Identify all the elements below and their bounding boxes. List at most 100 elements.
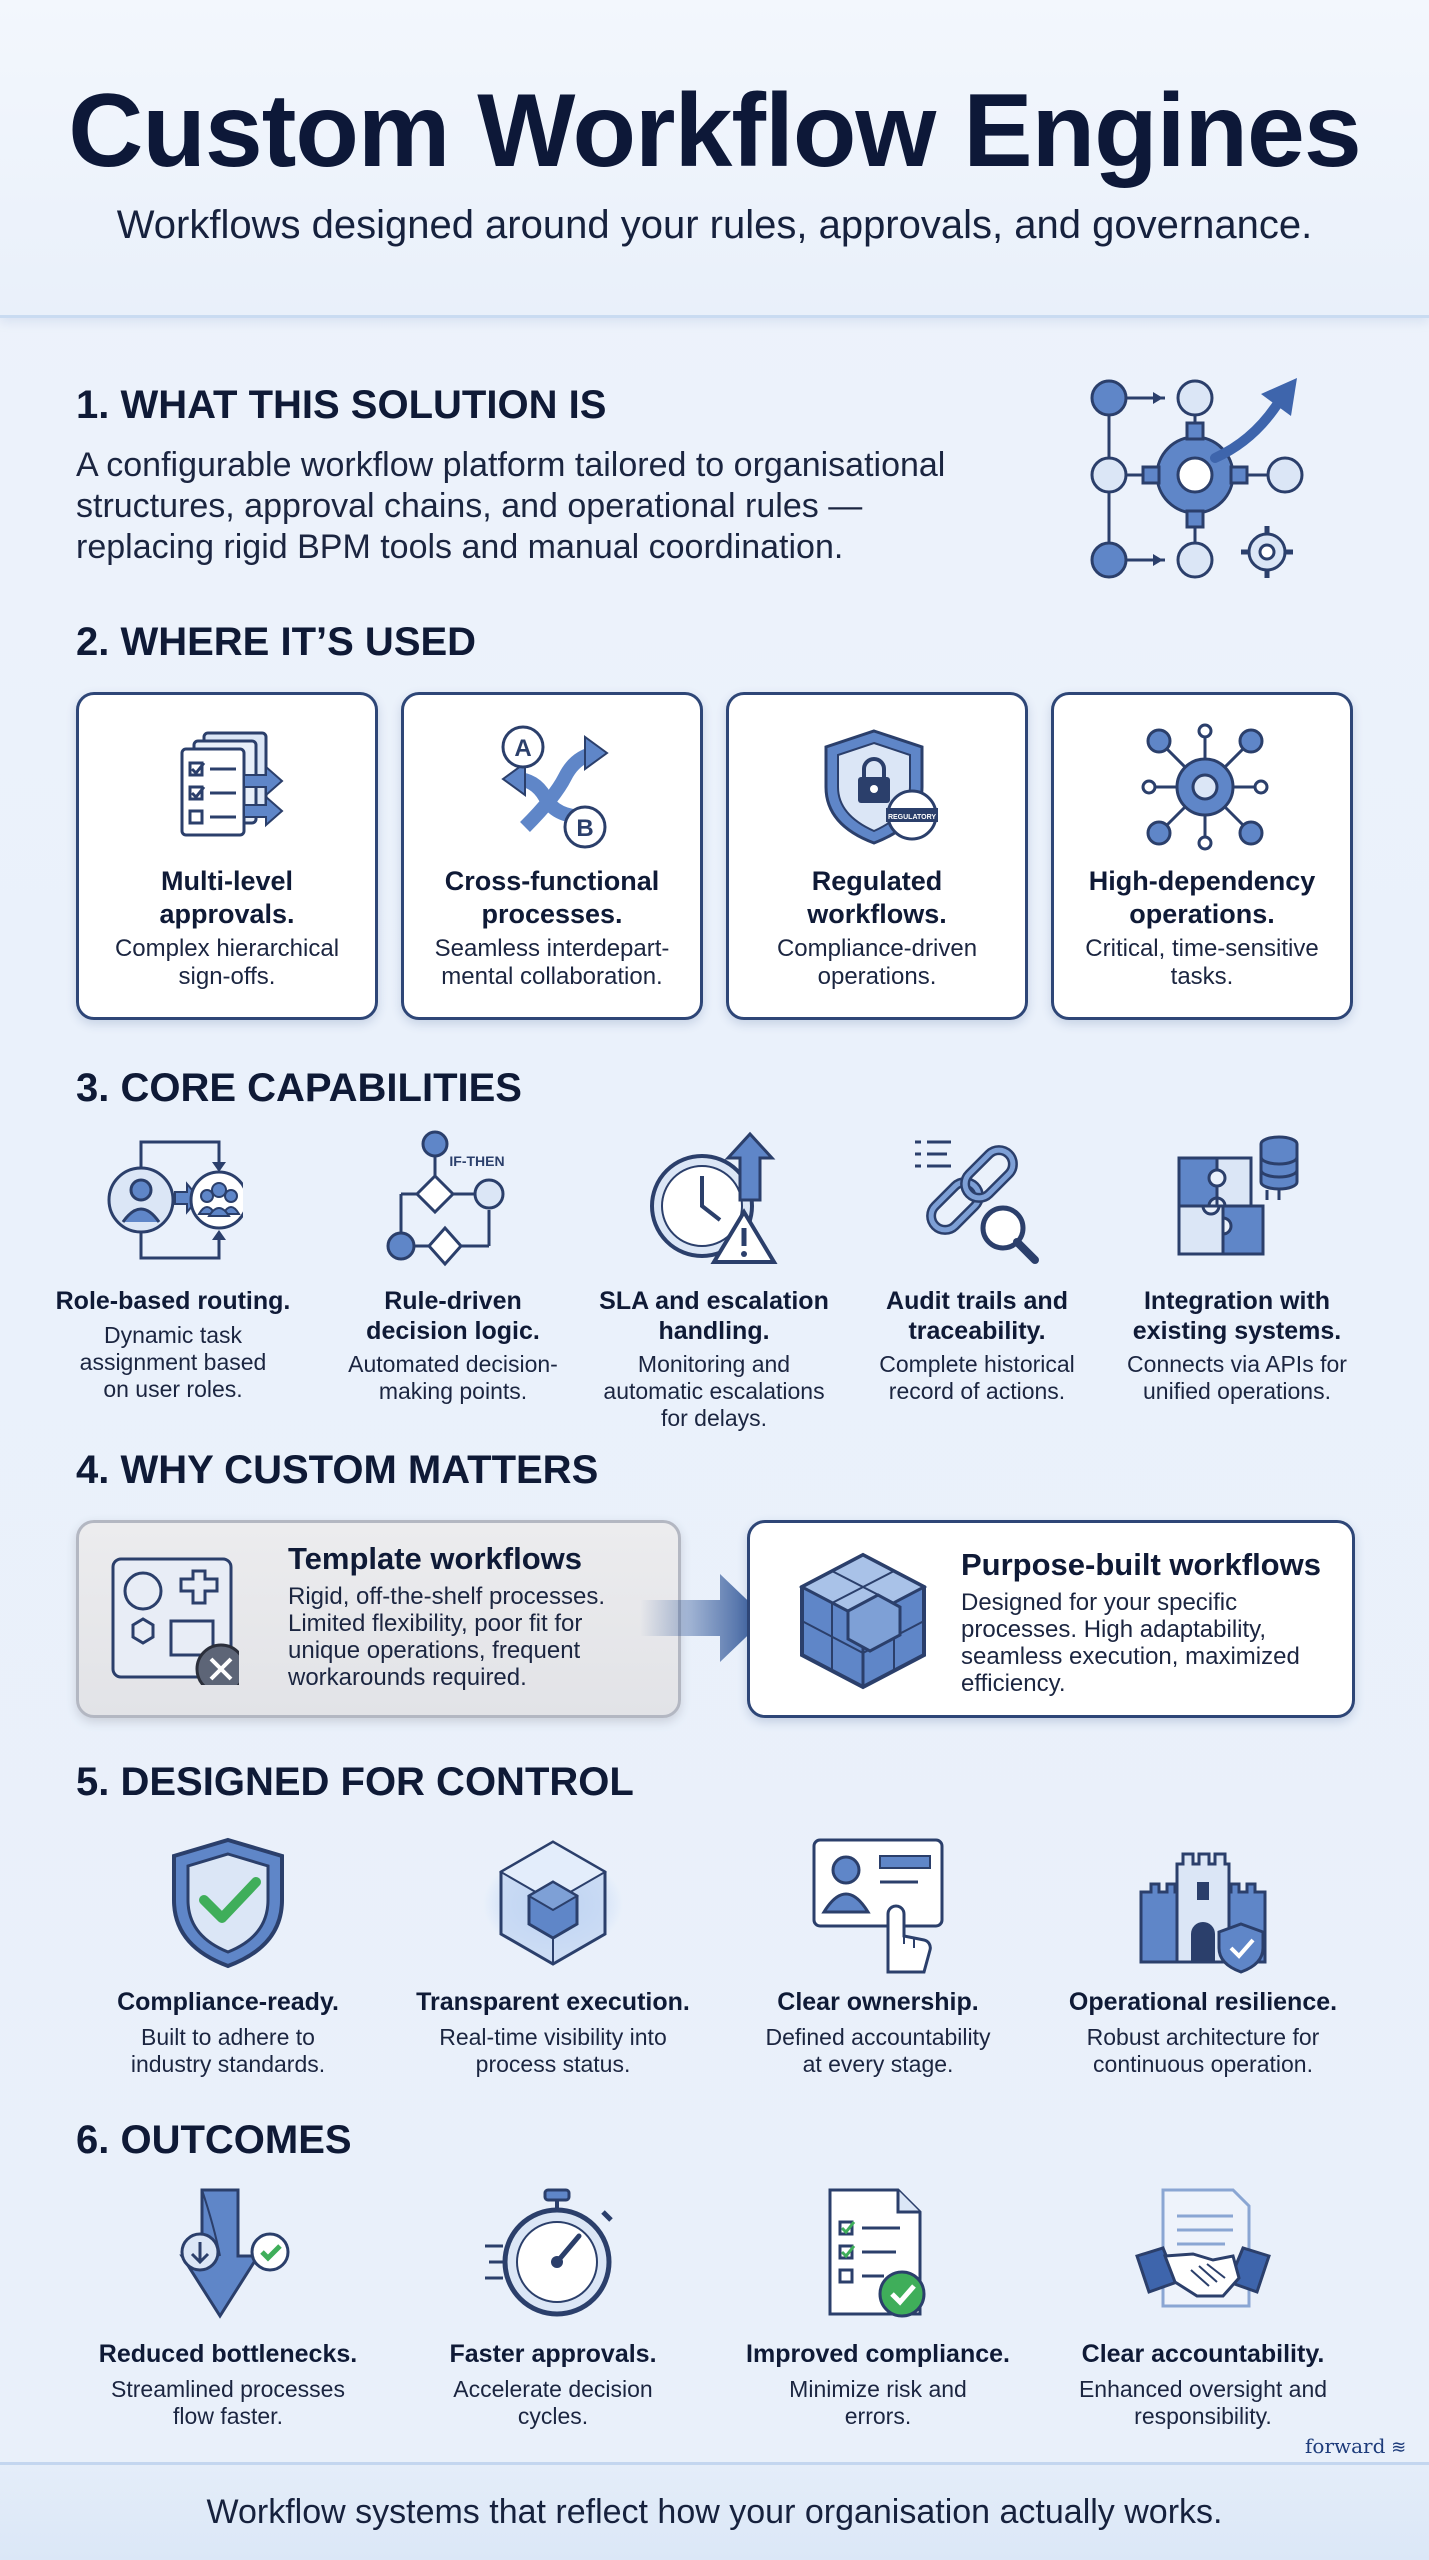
capability-title: Rule-driven decision logic. [322, 1286, 584, 1346]
card-title: Multi-level approvals. [89, 865, 365, 931]
template-desc-line: Limited flexibility, poor fit for [288, 1610, 583, 1637]
outcome-desc-line: Enhanced oversight and [1078, 2376, 1328, 2402]
capability-title-line: traceability. [908, 1317, 1046, 1345]
funnel-arrow-icon [158, 2186, 298, 2326]
card-title-line: processes. [481, 899, 623, 929]
outcome-item: Reduced bottlenecks. Streamlined process… [68, 2186, 388, 2466]
clock-escalation-icon [644, 1130, 784, 1270]
capability-desc-line: for delays. [660, 1405, 768, 1431]
svg-text:B: B [576, 815, 593, 842]
purpose-title: Purpose-built workflows [961, 1547, 1321, 1582]
template-workflows-box: Template workflows Rigid, off-the-shelf … [76, 1520, 681, 1718]
control-description: Real-time visibility into process status… [393, 2024, 713, 2078]
outcome-description: Minimize risk and errors. [718, 2376, 1038, 2430]
card-title-line: workflows. [807, 899, 947, 929]
capability-item: Integration with existing systems. Conne… [1106, 1130, 1368, 1440]
capability-item: Audit trails and traceability. Complete … [846, 1130, 1108, 1440]
if-then-label: IF-THEN [449, 1153, 504, 1169]
outcome-title: Faster approvals. [449, 2340, 657, 2368]
handshake-document-icon [1133, 2186, 1273, 2326]
capability-title-line: Rule-driven [384, 1287, 522, 1315]
card-desc-line: Critical, time-sensitive [1085, 935, 1319, 962]
control-title: Compliance-ready. [117, 1988, 339, 2016]
puzzle-database-icon [1167, 1130, 1307, 1270]
capability-desc-line: unified operations. [1143, 1378, 1331, 1404]
page-title: Custom Workflow Engines [68, 73, 1362, 189]
role-routing-icon [103, 1130, 243, 1270]
outcome-desc-line: Minimize risk and [789, 2376, 967, 2402]
section-title-capabilities: 3. CORE CAPABILITIES [76, 1066, 522, 1110]
control-item: Clear ownership. Defined accountability … [718, 1834, 1038, 2114]
capability-title: Integration with existing systems. [1106, 1286, 1368, 1346]
workflow-gear-network-icon [1075, 370, 1315, 590]
capability-desc-line: Complete historical [879, 1351, 1075, 1377]
control-desc-line: at every stage. [802, 2051, 954, 2077]
control-title: Clear ownership. [777, 1988, 979, 2016]
a-to-b-arrows-icon: A B [485, 717, 625, 857]
brand-mark-icon: ≋ [1385, 2437, 1407, 2458]
outcome-desc-line: cycles. [517, 2403, 589, 2429]
glowing-cube-icon [483, 1834, 623, 1974]
card-desc-line: tasks. [1170, 963, 1234, 990]
stopwatch-icon [483, 2186, 623, 2326]
outcome-desc-line: errors. [844, 2403, 912, 2429]
capability-desc-line: assignment based [79, 1349, 267, 1375]
capability-desc-line: Dynamic task [103, 1322, 243, 1348]
template-shapes-icon [109, 1555, 239, 1685]
capability-title-line: handling. [658, 1317, 770, 1345]
control-title: Operational resilience. [1068, 1988, 1338, 2016]
capability-title-line: SLA and escalation [599, 1287, 829, 1315]
capability-title-line: Role-based routing. [55, 1287, 291, 1315]
control-item: Operational resilience. Robust architect… [1043, 1834, 1363, 2114]
control-desc-line: Built to adhere to [141, 2024, 315, 2050]
capability-desc-line: Automated decision- [348, 1351, 558, 1377]
card-title-line: approvals. [159, 899, 295, 929]
outcome-title: Improved compliance. [746, 2340, 1010, 2368]
section-title-where: 2. WHERE IT’S USED [76, 620, 477, 664]
control-desc-line: Robust architecture for [1086, 2024, 1320, 2050]
capability-description: Automated decision- making points. [322, 1351, 584, 1405]
checklist-document-icon [808, 2186, 948, 2326]
template-desc-line: Rigid, off-the-shelf processes. [288, 1583, 606, 1610]
regulatory-badge-text: REGULATORY [888, 814, 936, 821]
brand-logo: forward ≋ [1305, 2434, 1406, 2458]
control-desc-line: industry standards. [130, 2051, 326, 2077]
decision-flow-icon: IF-THEN [383, 1130, 523, 1270]
capability-desc-line: on user roles. [103, 1376, 243, 1402]
section-title-control: 5. DESIGNED FOR CONTROL [76, 1760, 634, 1804]
capability-description: Connects via APIs for unified operations… [1106, 1351, 1368, 1405]
solution-line: replacing rigid BPM tools and manual coo… [76, 528, 844, 566]
use-case-card: A B Cross-functional processes. Seamless… [401, 692, 703, 1020]
solution-line: A configurable workflow platform tailore… [76, 446, 946, 484]
solution-description: A configurable workflow platform tailore… [76, 445, 1026, 568]
capability-desc-line: record of actions. [888, 1378, 1066, 1404]
page-subtitle: Workflows designed around your rules, ap… [116, 203, 1313, 247]
control-description: Defined accountability at every stage. [718, 2024, 1038, 2078]
card-title-line: High-dependency [1088, 866, 1316, 896]
outcome-desc-line: Streamlined processes [111, 2376, 345, 2402]
card-description: Seamless interdepart- mental collaborati… [414, 935, 690, 991]
capability-desc-line: making points. [378, 1378, 528, 1404]
control-title: Transparent execution. [416, 1988, 690, 2016]
shield-check-icon [158, 1834, 298, 1974]
regulatory-shield-icon: REGULATORY [810, 717, 950, 857]
card-title-line: operations. [1129, 899, 1275, 929]
purpose-description: Designed for your specific processes. Hi… [961, 1589, 1300, 1697]
use-case-card: Multi-level approvals. Complex hierarchi… [76, 692, 378, 1020]
outcome-item: Clear accountability. Enhanced oversight… [1043, 2186, 1363, 2466]
card-title: High-dependency operations. [1064, 865, 1340, 931]
card-description: Critical, time-sensitive tasks. [1064, 935, 1340, 991]
section-title-what: 1. WHAT THIS SOLUTION IS [76, 383, 607, 427]
outcome-title: Clear accountability. [1081, 2340, 1325, 2368]
card-desc-line: sign-offs. [178, 963, 276, 990]
control-description: Built to adhere to industry standards. [68, 2024, 388, 2078]
castle-shield-icon [1133, 1834, 1273, 1974]
outcome-item: Faster approvals. Accelerate decision cy… [393, 2186, 713, 2466]
template-desc-line: workarounds required. [288, 1664, 527, 1691]
section-title-why-custom: 4. WHY CUSTOM MATTERS [76, 1448, 599, 1492]
capability-title-line: Audit trails and [886, 1287, 1068, 1315]
card-desc-line: mental collaboration. [441, 963, 663, 990]
brand-text: forward [1305, 2434, 1386, 2458]
card-description: Compliance-driven operations. [739, 935, 1015, 991]
document-checklist-icon [160, 717, 300, 857]
